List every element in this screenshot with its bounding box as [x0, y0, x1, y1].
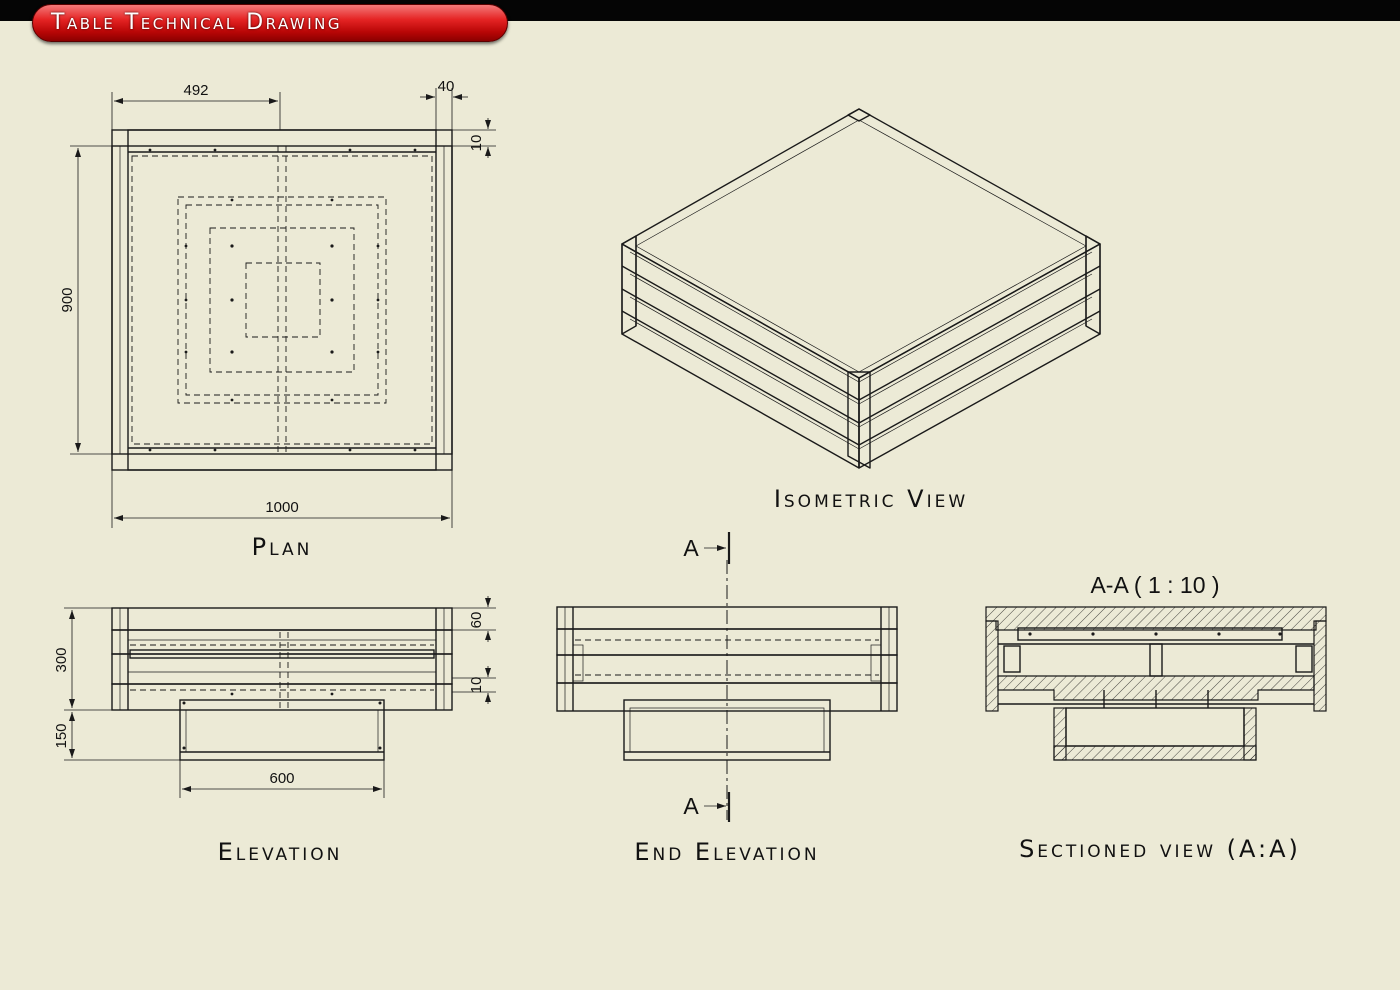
- elevation-dim-150: 150: [53, 723, 70, 748]
- end-elevation-view: A A End Elevation: [556, 532, 898, 866]
- plan-label: Plan: [252, 533, 313, 561]
- isometric-view: Isometric View: [621, 108, 1101, 513]
- plan-dim-492: 492: [183, 82, 208, 99]
- elevation-view: 300 150 60 10 600 Elevation: [53, 596, 496, 866]
- section-marker-top: A: [683, 535, 699, 561]
- drawing-title: Table Technical Drawing: [51, 10, 343, 35]
- plan-dim-40: 40: [438, 78, 455, 95]
- plan-dim-1000: 1000: [265, 499, 298, 516]
- end-elevation-label: End Elevation: [634, 838, 819, 866]
- plan-dim-10: 10: [468, 135, 485, 152]
- title-banner: Table Technical Drawing: [32, 4, 508, 42]
- elevation-dim-600: 600: [269, 770, 294, 787]
- section-caption: A-A ( 1 : 10 ): [1090, 572, 1219, 598]
- elevation-dim-300: 300: [53, 647, 70, 672]
- isometric-label: Isometric View: [774, 485, 968, 513]
- elevation-label: Elevation: [218, 838, 343, 866]
- sectioned-view: A-A ( 1 : 10 ) Sectioned view (A:A): [985, 572, 1327, 863]
- plan-dim-900: 900: [59, 287, 76, 312]
- elevation-dim-60: 60: [468, 612, 485, 629]
- sectioned-view-label: Sectioned view (A:A): [1019, 835, 1301, 863]
- elevation-dim-10: 10: [468, 677, 485, 694]
- section-marker-bottom: A: [683, 793, 699, 819]
- plan-view: 492 40 10 900 1000 Plan: [59, 78, 496, 561]
